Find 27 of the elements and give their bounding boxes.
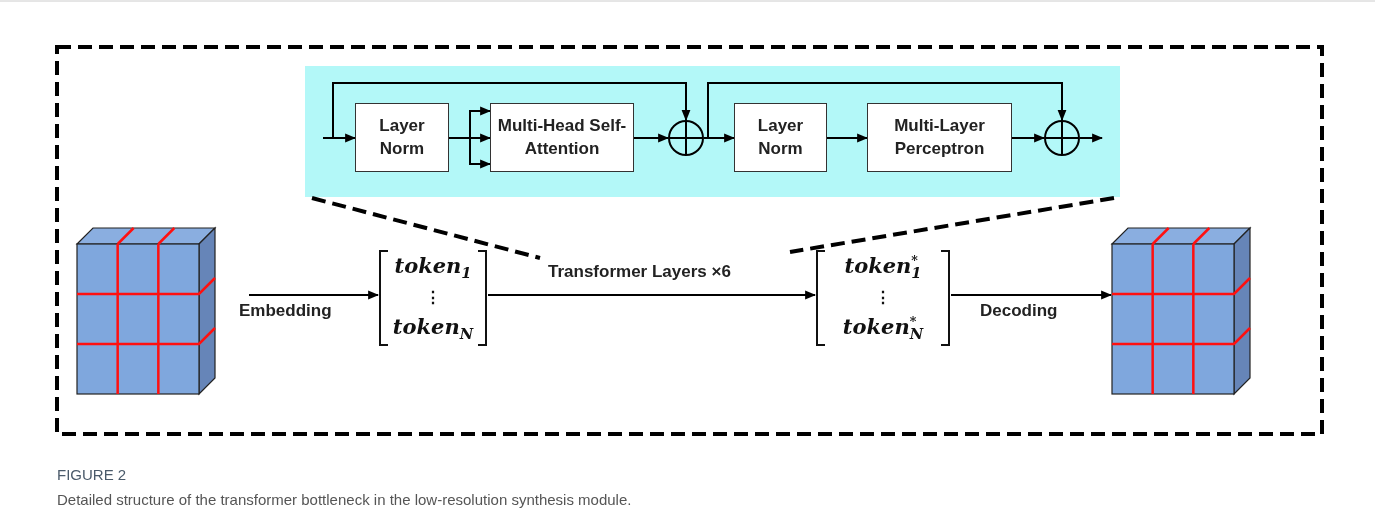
process-box: Layer Norm <box>355 103 449 172</box>
process-box: Multi-Head Self-Attention <box>490 103 634 172</box>
arrow <box>248 290 380 300</box>
arrow <box>1079 133 1104 143</box>
arrow <box>448 137 492 169</box>
process-box: Layer Norm <box>734 103 827 172</box>
sum-circle-icon <box>1044 120 1080 156</box>
process-box: Multi-Layer Perceptron <box>867 103 1012 172</box>
edge-label: Transformer Layers ×6 <box>546 262 733 282</box>
figure-caption: Detailed structure of the transformer bottleneck in the low-resolution synthesis module. <box>57 491 632 508</box>
sum-circle-icon <box>668 120 704 156</box>
arrow <box>703 82 1067 139</box>
arrow <box>826 133 869 143</box>
matrix-entry: token$_{1}$ <box>394 254 472 282</box>
vertical-ellipsis: ⋮ <box>425 289 441 307</box>
arrow <box>950 290 1113 300</box>
matrix-entry: token$_{N}$ <box>392 314 474 342</box>
figure-label: FIGURE 2 <box>57 466 127 483</box>
arrow <box>1011 133 1046 143</box>
arrow <box>633 133 670 143</box>
highlight-panel <box>305 66 1120 197</box>
arrow <box>322 133 357 143</box>
edge-label: Decoding <box>978 301 1060 321</box>
vertical-ellipsis: ⋮ <box>875 289 891 307</box>
arrow <box>332 82 691 139</box>
edge-label: Embedding <box>237 301 334 321</box>
arrow <box>487 290 817 300</box>
